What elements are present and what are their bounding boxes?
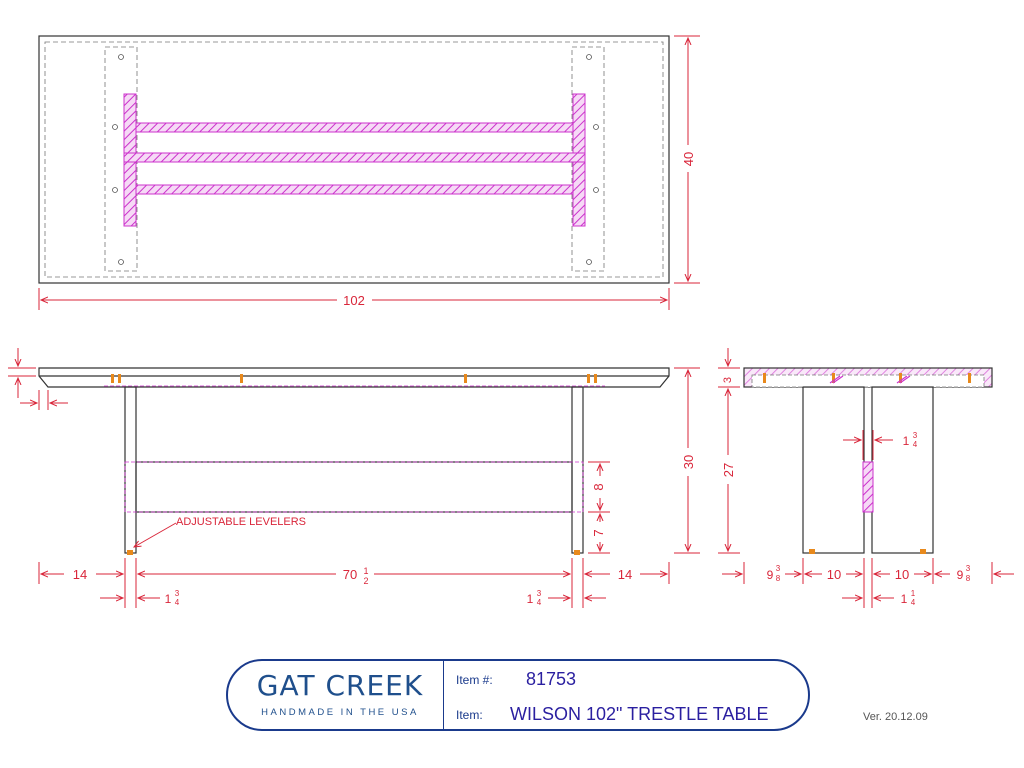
dim-height: 30 [681, 455, 696, 469]
side-fasteners [763, 373, 971, 383]
plan-view: 102 40 [38, 35, 700, 310]
version-text: Ver. 20.12.09 [863, 711, 928, 723]
front-leg-right [571, 386, 584, 554]
plan-stretcher-top [135, 122, 574, 133]
dim-base-half-right: 10 [895, 567, 909, 582]
front-leg-left [124, 386, 137, 554]
side-stretcher-section [862, 461, 874, 513]
leveler-right [574, 550, 580, 555]
dim-side-stretcher-num: 3 [913, 431, 918, 440]
leveler-left [127, 550, 133, 555]
front-tabletop [38, 367, 670, 388]
brand-tagline: HANDMADE IN THE USA [261, 707, 419, 718]
item-name-label: Item: [456, 708, 483, 722]
plan-fasteners [112, 54, 599, 265]
dim-end-overhang-right-num: 3 [966, 564, 971, 573]
dim-end-overhang-left-num: 3 [776, 564, 781, 573]
item-name-value: WILSON 102" TRESTLE TABLE [510, 704, 769, 724]
side-elevation: 3 27 1 3 4 9 3 8 10 10 9 3 8 [718, 348, 1014, 608]
dim-leg-left-den: 4 [175, 598, 180, 607]
item-number-value: 81753 [526, 669, 577, 689]
dim-end-overhang-left-den: 8 [776, 574, 781, 583]
dim-center-gap-whole: 1 [901, 592, 908, 606]
side-base-left [802, 386, 865, 554]
dim-side-stretcher-den: 4 [913, 440, 918, 449]
title-block-divider [443, 661, 444, 729]
plan-tabletop-outline [38, 35, 670, 284]
dim-end-overhang-right-den: 8 [966, 574, 971, 583]
plan-stretcher-middle [123, 152, 586, 163]
front-elevation: ADJUSTABLE LEVELERS 30 8 7 [8, 348, 700, 608]
dim-end-overhang-left-whole: 9 [767, 568, 774, 582]
note-levelers: ADJUSTABLE LEVELERS [176, 516, 306, 528]
dim-center-gap-den: 4 [911, 598, 916, 607]
dim-overhang-right: 14 [618, 567, 632, 582]
dim-top-thick: 3 [722, 377, 734, 383]
dim-top-width: 40 [681, 152, 696, 166]
item-number-label: Item #: [456, 673, 493, 687]
front-stretcher [135, 461, 573, 513]
dim-base-half-left: 10 [827, 567, 841, 582]
dim-stretcher-gap: 7 [591, 529, 606, 536]
dim-height-base: 27 [721, 463, 736, 477]
dim-end-overhang-right-whole: 9 [957, 568, 964, 582]
dim-center-gap-num: 1 [911, 589, 916, 598]
dim-stretcher: 8 [591, 483, 606, 490]
dim-overhang-left: 14 [73, 567, 87, 582]
dim-span-den: 2 [363, 576, 368, 586]
dim-leg-right-num: 3 [537, 589, 542, 598]
plan-tabletop-inner [44, 41, 664, 278]
dim-side-stretcher-whole: 1 [903, 434, 910, 448]
plan-stretcher-bottom [135, 184, 574, 195]
dim-span-whole: 70 [343, 567, 357, 582]
side-base-right [871, 386, 934, 554]
dim-leg-left-whole: 1 [165, 592, 172, 606]
title-block: GAT CREEK HANDMADE IN THE USA Item #: 81… [226, 659, 810, 731]
dim-span-num: 1 [363, 566, 368, 576]
front-fasteners [111, 374, 597, 383]
dim-leg-right-whole: 1 [527, 592, 534, 606]
dim-leg-right-den: 4 [537, 598, 542, 607]
dim-leg-left-num: 3 [175, 589, 180, 598]
dim-top-length: 102 [343, 293, 365, 308]
brand-logo: GAT CREEK [256, 669, 424, 702]
